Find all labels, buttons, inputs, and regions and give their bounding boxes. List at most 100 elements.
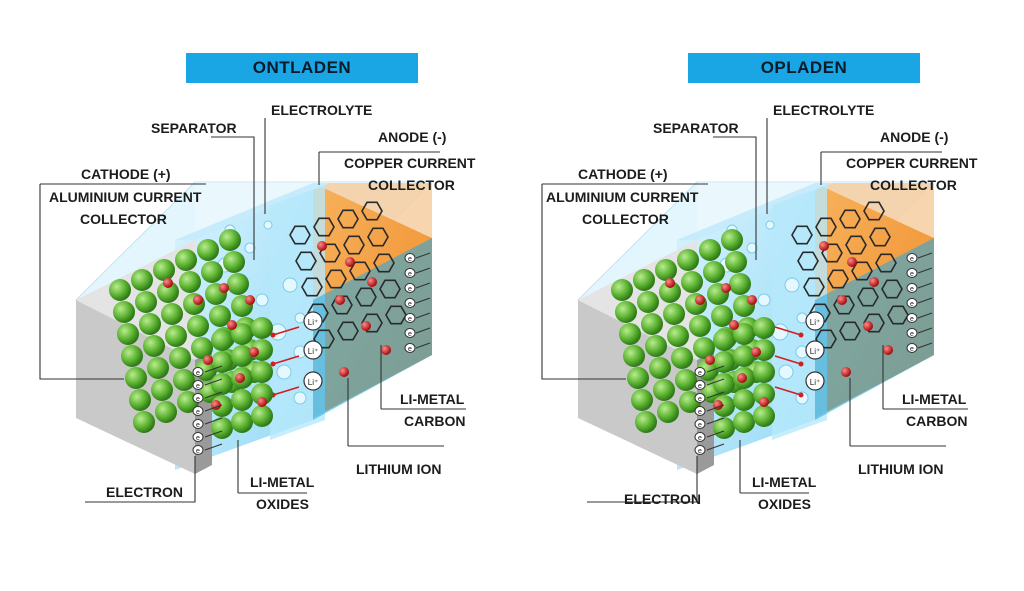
lithium-in-cathode — [193, 295, 203, 305]
electron-marker — [192, 393, 204, 403]
lithium-in-graphite — [847, 257, 857, 267]
electron-symbol: e — [196, 396, 200, 403]
electron-arrow — [204, 417, 223, 425]
graphite-hex — [863, 201, 885, 221]
ion-flow-arrow — [774, 355, 802, 365]
electron-marker — [694, 380, 706, 390]
electron-marker — [906, 253, 918, 263]
electron-marker — [404, 283, 416, 293]
ion-flow-arrow — [272, 326, 300, 336]
cathode-particle — [179, 271, 201, 293]
cathode-particle — [655, 259, 677, 281]
separator-label: SEPARATOR — [653, 120, 739, 136]
electron-symbol: e — [408, 301, 412, 308]
lithium-in-cathode — [759, 397, 769, 407]
electron-arrow — [917, 327, 933, 334]
electrolyte-bubble — [263, 220, 273, 230]
electron-marker — [404, 328, 416, 338]
electrolyte-bubble — [293, 391, 307, 405]
li-metal-carbon-label-line1: LI-METAL — [400, 391, 465, 407]
electron-marker — [906, 313, 918, 323]
cathode-particle — [113, 301, 135, 323]
lithium-ion-symbol: Li⁺ — [810, 378, 820, 387]
cathode-particle — [191, 337, 213, 359]
graphite-hex — [803, 277, 825, 297]
cathode-particle — [733, 389, 755, 411]
cathode-particle — [635, 411, 657, 433]
electron-arrow — [204, 365, 223, 373]
lithium-in-graphite — [361, 321, 371, 331]
cathode-particle — [631, 389, 653, 411]
lithium-in-graphite — [863, 321, 873, 331]
lithium-ion-symbol: Li⁺ — [810, 347, 820, 356]
electron-arrow — [415, 342, 431, 349]
cathode-particle — [143, 335, 165, 357]
cathode-particle — [231, 345, 253, 367]
cathode-particle — [121, 345, 143, 367]
electron-arrow — [706, 404, 725, 412]
lithium-in-cathode — [249, 347, 259, 357]
ion-flow-arrow — [774, 386, 802, 396]
cathode-particle — [753, 383, 775, 405]
discharge-title: ONTLADEN — [186, 53, 418, 83]
electron-marker — [404, 268, 416, 278]
electron-symbol: e — [910, 316, 914, 323]
electron-symbol: e — [910, 271, 914, 278]
graphite-hex — [827, 269, 849, 289]
electrolyte-bubble — [778, 364, 794, 380]
copper-collector-label-line1: COPPER CURRENT — [846, 155, 978, 171]
cathode-particle — [659, 281, 681, 303]
electron-marker — [906, 298, 918, 308]
graphite-hex — [367, 227, 389, 247]
electron-symbol: e — [698, 383, 702, 390]
graphite-hex — [319, 243, 341, 263]
electron-marker — [404, 298, 416, 308]
electron-arrow — [415, 252, 431, 259]
cathode-particle — [251, 317, 273, 339]
electron-symbol: e — [698, 370, 702, 377]
electron-arrow — [204, 378, 223, 386]
electron-symbol: e — [910, 256, 914, 263]
cathode-particle — [231, 411, 253, 433]
graphite-hex — [869, 227, 891, 247]
cathode-particle — [175, 249, 197, 271]
copper-collector-label-line2: COLLECTOR — [368, 177, 455, 193]
cathode-label: CATHODE (+) — [578, 166, 668, 182]
cathode-particle — [713, 417, 735, 439]
ion-flow-arrow — [774, 326, 802, 336]
lithium-in-graphite — [335, 295, 345, 305]
cathode-particle — [611, 279, 633, 301]
electron-symbol: e — [910, 331, 914, 338]
electron-arrow — [706, 430, 725, 438]
cathode-particle — [753, 405, 775, 427]
lithium-in-graphite — [837, 295, 847, 305]
cathode-particle — [173, 369, 195, 391]
li-metal-oxides-label-line1: LI-METAL — [250, 474, 315, 490]
lithium-in-cathode — [665, 278, 675, 288]
lithium-ion-marker — [303, 371, 323, 391]
leader-line — [541, 184, 626, 380]
lithium-in-cathode — [227, 320, 237, 330]
graphite-hex — [343, 235, 365, 255]
lithium-in-cathode — [695, 295, 705, 305]
electron-marker — [694, 406, 706, 416]
electron-arrow — [415, 267, 431, 274]
ion-arrow-head — [798, 361, 804, 367]
lithium-in-graphite — [381, 345, 391, 355]
ion-arrow-head — [270, 361, 276, 367]
electron-arrow — [917, 342, 933, 349]
cathode-particle — [721, 229, 743, 251]
cathode-particle — [733, 345, 755, 367]
electron-arrow — [917, 252, 933, 259]
cathode-particle — [667, 325, 689, 347]
lithium-in-cathode — [747, 295, 757, 305]
electron-arrow — [204, 430, 223, 438]
electron-marker — [694, 445, 706, 455]
cathode-particle — [227, 273, 249, 295]
graphite-hex — [295, 251, 317, 271]
lithium-in-cathode — [245, 295, 255, 305]
electron-symbol: e — [196, 448, 200, 455]
electron-symbol: e — [698, 422, 702, 429]
electron-label: ELECTRON — [624, 491, 701, 507]
lithium-in-cathode — [163, 278, 173, 288]
